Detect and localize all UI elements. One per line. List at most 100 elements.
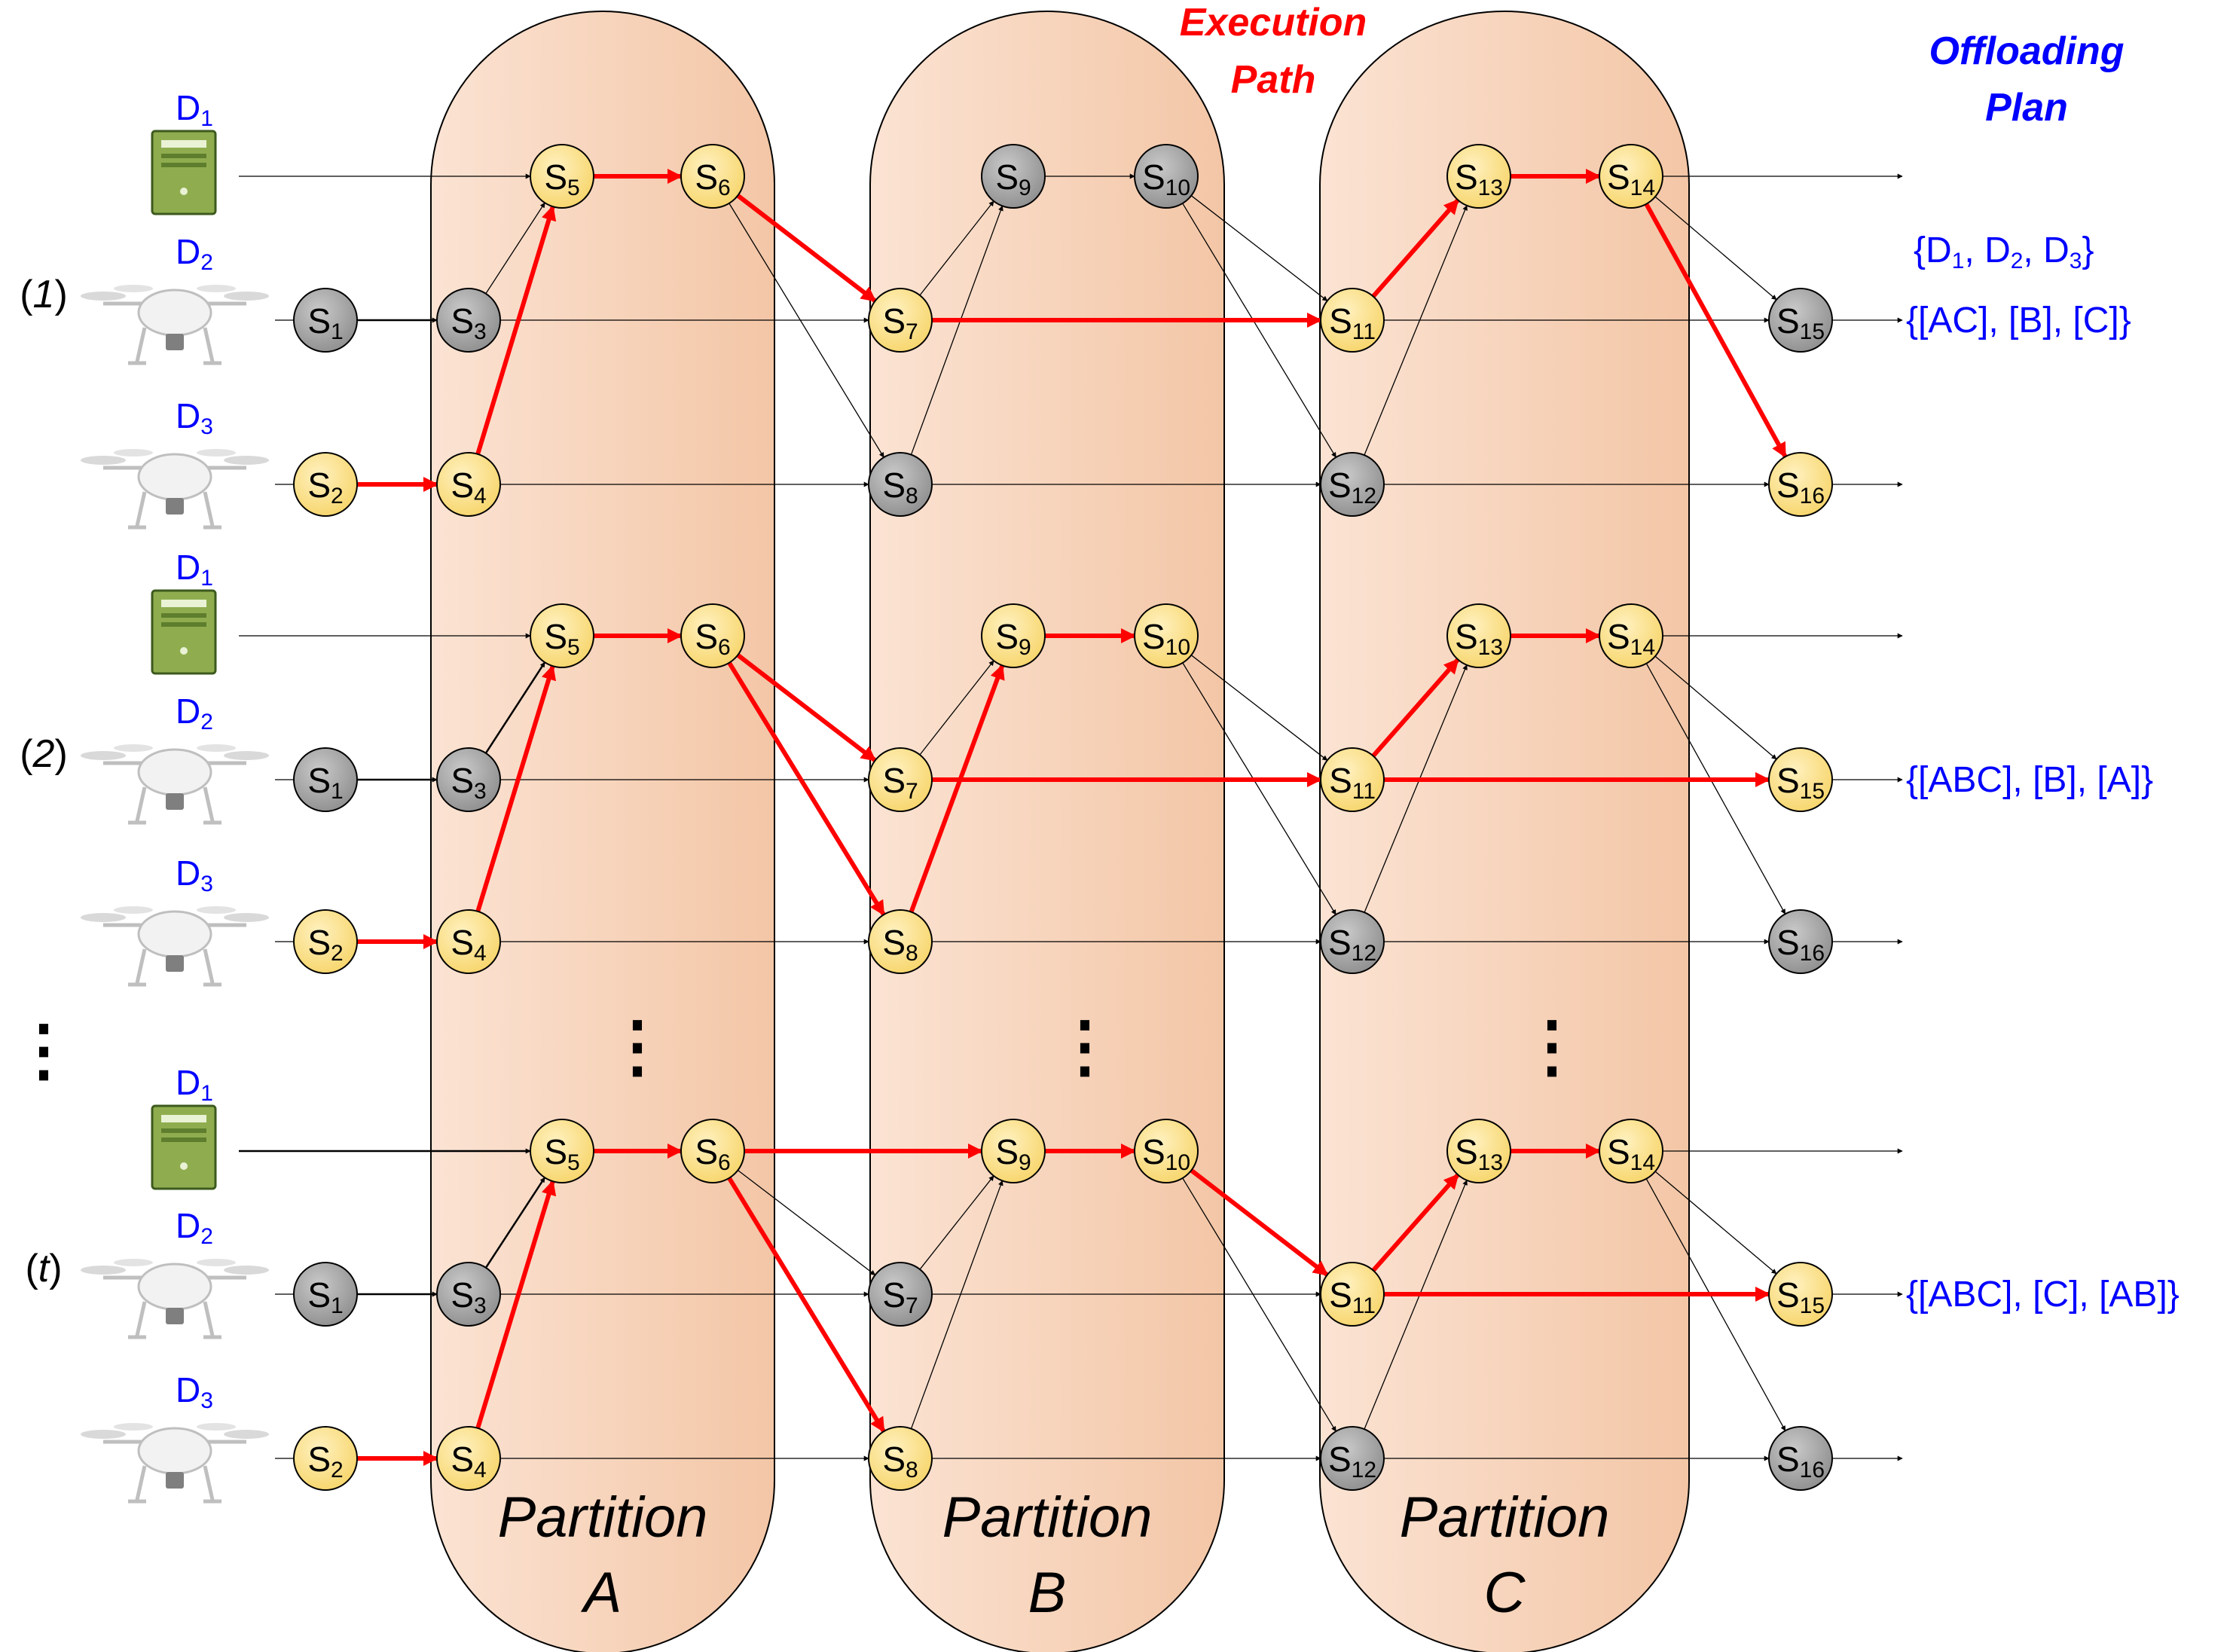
- device-d2: D2: [81, 692, 269, 825]
- path-edge-s6-s7: [736, 194, 877, 303]
- device-label: D1: [176, 1063, 213, 1106]
- node-s8: S8: [868, 909, 933, 974]
- node-s2: S2: [293, 452, 358, 517]
- svg-text:S13: S13: [1455, 157, 1503, 200]
- headers: Execution Path Offloading Plan: [1180, 1, 2125, 130]
- svg-text:S16: S16: [1776, 466, 1825, 508]
- edge-s10-s12: [1182, 662, 1336, 915]
- node-number: 14: [1630, 635, 1655, 660]
- svg-text:S7: S7: [882, 761, 918, 804]
- node-number: 15: [1800, 779, 1825, 804]
- node-s3: S3: [436, 747, 501, 812]
- path-edge-s11-s13: [1371, 198, 1460, 298]
- path-edge-s11-s13: [1371, 1173, 1460, 1272]
- device-letter: D: [176, 548, 200, 587]
- node-letter: S: [544, 617, 567, 656]
- node-letter: S: [1776, 466, 1800, 505]
- path-edge-s11-s13: [1371, 658, 1460, 758]
- partition-word: Partition: [942, 1486, 1153, 1550]
- path-edge-s6-s7: [736, 653, 877, 762]
- ellipsis-1: ⋮: [10, 1013, 78, 1089]
- node-s9: S9: [981, 1119, 1046, 1183]
- node-letter: S: [451, 466, 474, 505]
- offloading-plan-2: {[ABC], [B], [A]}: [1906, 760, 2153, 800]
- paren-open: (: [20, 732, 33, 776]
- svg-text:S12: S12: [1328, 466, 1376, 508]
- node-s14: S14: [1599, 144, 1663, 209]
- offloading-plan-3: {[ABC], [C], [AB]}: [1906, 1275, 2180, 1315]
- node-s4: S4: [436, 452, 501, 517]
- ellipsis-4: ⋮: [1518, 1009, 1586, 1085]
- device-label: D3: [176, 1370, 213, 1413]
- node-s10: S10: [1134, 603, 1199, 668]
- device-letter: D: [176, 1063, 200, 1102]
- svg-text:S14: S14: [1607, 617, 1655, 660]
- svg-text:S12: S12: [1328, 1440, 1376, 1483]
- server-icon: [151, 130, 217, 215]
- svg-text:S4: S4: [451, 466, 486, 508]
- node-number: 5: [567, 176, 580, 200]
- node-letter: S: [451, 1440, 474, 1479]
- node-letter: S: [995, 1132, 1019, 1171]
- svg-text:S8: S8: [882, 923, 918, 966]
- node-s6: S6: [680, 1119, 745, 1183]
- device-letter: D: [176, 692, 200, 731]
- svg-text:S6: S6: [695, 1132, 730, 1175]
- node-letter: S: [307, 301, 331, 340]
- device-subscript: 3: [200, 1388, 213, 1413]
- node-s10: S10: [1134, 1119, 1199, 1183]
- device-letter: D: [176, 1370, 200, 1409]
- svg-text:S1: S1: [307, 761, 343, 804]
- node-number: 16: [1800, 484, 1825, 508]
- ellipsis-2: ⋮: [603, 1009, 671, 1085]
- device-letter: D: [176, 396, 200, 435]
- node-letter: S: [882, 761, 906, 800]
- edge-s7-s9: [919, 660, 994, 756]
- svg-text:S7: S7: [882, 301, 918, 344]
- path-edge-s6-s8: [727, 661, 886, 916]
- node-number: 13: [1478, 176, 1503, 200]
- node-letter: S: [1776, 923, 1800, 962]
- partition-letter: B: [1028, 1561, 1067, 1625]
- edges: [239, 173, 1903, 1461]
- node-letter: S: [451, 301, 474, 340]
- svg-text:S10: S10: [1142, 617, 1190, 660]
- device-letter: D: [176, 1206, 200, 1245]
- svg-text:(t): (t): [25, 1247, 62, 1290]
- time-step-3-path: [357, 1144, 1770, 1466]
- node-number: 3: [474, 1293, 487, 1318]
- edge-s3-s5: [485, 202, 545, 295]
- node-letter: S: [882, 1440, 906, 1479]
- device-d1: D1: [151, 88, 217, 215]
- node-s8: S8: [868, 452, 933, 517]
- node-number: 6: [718, 1150, 731, 1175]
- paren-close: ): [54, 273, 67, 316]
- device-subscript: 3: [200, 872, 213, 896]
- node-s3: S3: [436, 288, 501, 353]
- edge-s12-s13: [1364, 205, 1468, 456]
- svg-text:S11: S11: [1329, 1275, 1376, 1318]
- node-number: 12: [1352, 484, 1376, 508]
- drone-icon: [81, 285, 269, 365]
- svg-text:S3: S3: [451, 1275, 486, 1318]
- node-s16: S16: [1768, 452, 1833, 517]
- node-letter: S: [451, 923, 474, 962]
- node-s2: S2: [293, 1426, 358, 1491]
- node-letter: S: [995, 157, 1019, 197]
- paren-close: ): [49, 1247, 62, 1290]
- node-letter: S: [451, 1275, 474, 1315]
- ellipsis-3: ⋮: [1051, 1009, 1119, 1085]
- path-edge-s8-s9: [909, 664, 1005, 913]
- node-s11: S11: [1320, 747, 1385, 812]
- node-number: 3: [474, 779, 487, 804]
- device-d1: D1: [151, 1063, 217, 1190]
- device-label: D3: [176, 396, 213, 439]
- node-s11: S11: [1320, 288, 1385, 353]
- svg-text:S4: S4: [451, 923, 486, 966]
- svg-text:S11: S11: [1329, 761, 1376, 804]
- node-letter: S: [1142, 1132, 1165, 1171]
